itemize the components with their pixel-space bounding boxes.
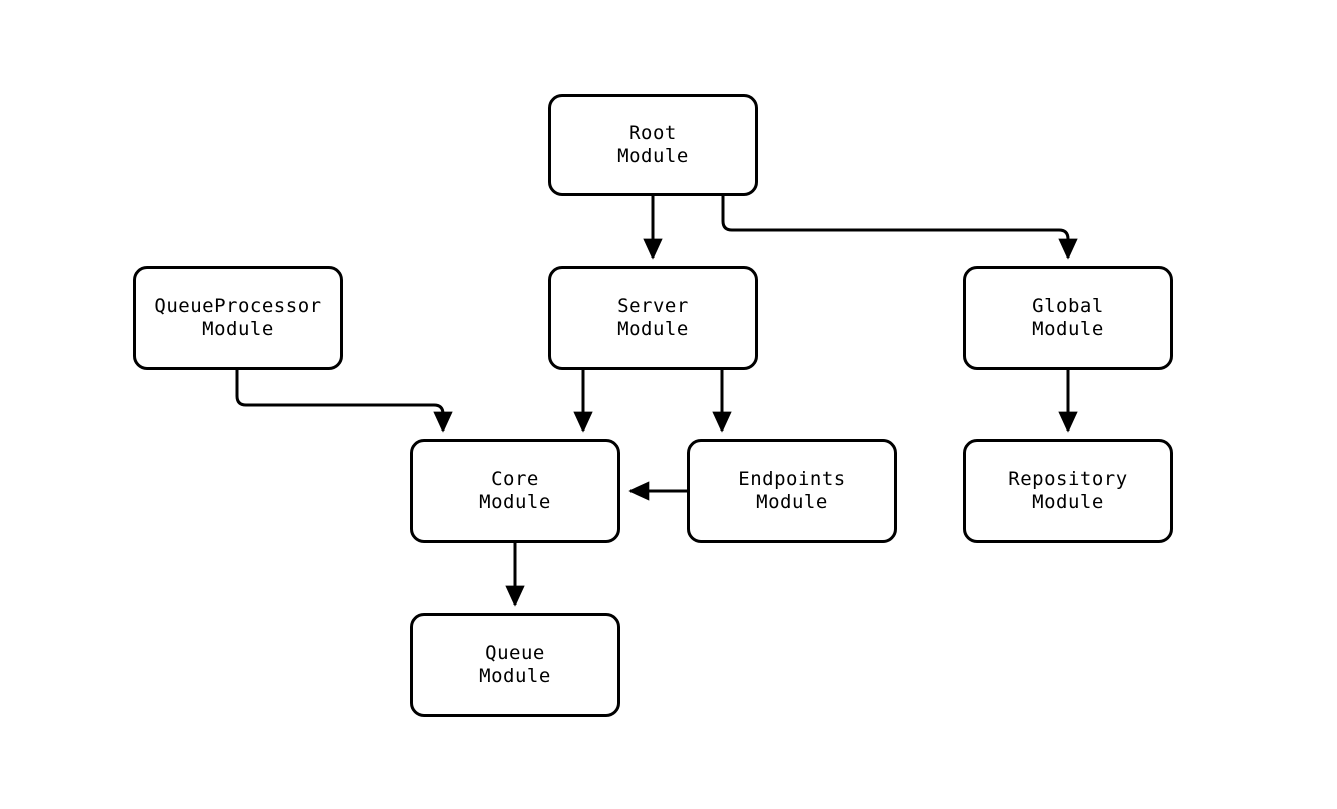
node-core-line1: Core — [491, 468, 539, 490]
node-endpoints-line1: Endpoints — [738, 468, 846, 490]
node-repository-line2: Module — [1032, 491, 1104, 513]
node-server-line1: Server — [617, 295, 689, 317]
node-server-line2: Module — [617, 318, 689, 340]
edge-root-to-global — [721, 196, 1078, 260]
node-repository-line1: Repository — [1008, 468, 1128, 490]
node-global-line1: Global — [1032, 295, 1104, 317]
node-queue-line1: Queue — [485, 642, 545, 664]
node-core-line2: Module — [479, 491, 551, 513]
node-root-line1: Root — [629, 122, 677, 144]
node-queue-line2: Module — [479, 665, 551, 687]
node-global-line2: Module — [1032, 318, 1104, 340]
node-root-line2: Module — [617, 145, 689, 167]
node-endpoints-line2: Module — [756, 491, 828, 513]
node-queueprocessor-line2: Module — [202, 318, 274, 340]
edge-queueprocessor-to-core — [235, 370, 453, 433]
node-queueprocessor-line1: QueueProcessor — [154, 295, 322, 317]
